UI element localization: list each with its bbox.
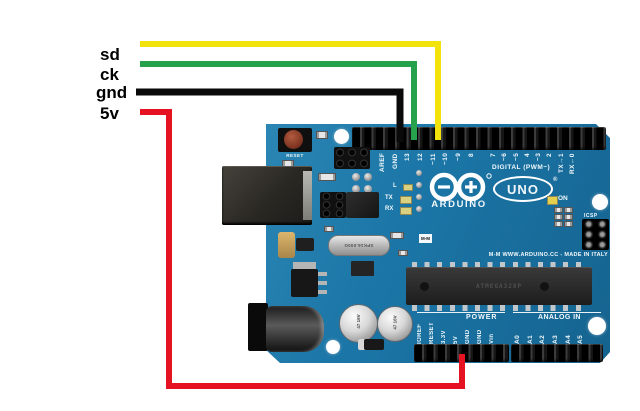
rx-led-label: RX xyxy=(385,206,394,212)
mcu-chip: ATMEGA328P xyxy=(406,267,592,305)
mounting-hole-right-top xyxy=(592,194,608,210)
usb-controller-chip xyxy=(346,192,379,218)
silkscreen-line xyxy=(417,312,505,313)
power-header xyxy=(414,344,509,362)
jp2-via xyxy=(364,185,372,193)
icsp-label: ICSP xyxy=(584,213,598,219)
pad-via xyxy=(416,182,422,188)
sd-wire xyxy=(140,41,441,140)
pad-via xyxy=(416,194,422,200)
analog-header xyxy=(511,344,603,362)
mm-box-text: M-M xyxy=(421,236,430,241)
diode xyxy=(358,339,384,350)
ck-wire xyxy=(140,61,417,140)
crystal-oscillator: SPK16.000G xyxy=(328,235,390,256)
pad-via xyxy=(416,170,422,176)
smd-component xyxy=(564,221,573,227)
smd-component xyxy=(324,226,334,232)
rx-led xyxy=(400,207,412,215)
sd-wire-label: sd xyxy=(100,45,120,64)
regulator-leg xyxy=(318,290,327,294)
made-in-italy-text: M-M WWW.ARDUINO.CC - MADE IN ITALY xyxy=(488,252,608,258)
reset-button-cap xyxy=(284,130,303,149)
smd-component xyxy=(564,207,573,213)
mcu-legs-bottom xyxy=(412,303,588,311)
icsp-header xyxy=(582,219,609,250)
l-led-label: L xyxy=(393,183,397,189)
voltage-regulator xyxy=(291,269,318,297)
icsp2-header xyxy=(320,192,346,218)
smd-component xyxy=(398,250,408,256)
uno-badge: UNO xyxy=(493,176,553,202)
mounting-hole-top-left xyxy=(334,129,349,144)
smd-component xyxy=(282,160,294,167)
usb-port-rim xyxy=(303,171,312,220)
arduino-logo xyxy=(429,172,492,202)
analog-caption: ANALOG IN xyxy=(538,314,581,321)
jp2-via xyxy=(352,173,360,181)
aux-header xyxy=(334,147,370,169)
power-caption: POWER xyxy=(466,314,498,321)
smd-component xyxy=(554,221,563,227)
reset-button-label: RESET xyxy=(286,153,304,158)
regulator-tab xyxy=(293,262,316,270)
5v-wire-label: 5v xyxy=(100,104,119,123)
jp2-via xyxy=(352,185,360,193)
regulator-leg xyxy=(318,272,327,276)
tx-led xyxy=(400,196,412,204)
gnd-wire-label: gnd xyxy=(96,83,128,102)
uno-model-text: UNO xyxy=(507,181,539,197)
mounting-hole-bottom-left xyxy=(326,340,340,354)
jp2-via xyxy=(364,173,372,181)
tantalum-capacitor xyxy=(278,232,295,258)
power-jack-flange xyxy=(248,303,268,351)
l-led xyxy=(403,184,413,191)
smd-component xyxy=(554,214,563,220)
power-jack xyxy=(266,306,324,352)
smd-component xyxy=(316,131,328,139)
silkscreen-line xyxy=(513,312,601,313)
5v-wire xyxy=(140,109,465,389)
on-led-label: ON xyxy=(558,195,568,202)
mounting-hole-right-bottom xyxy=(588,317,606,335)
ck-wire-label: ck xyxy=(100,65,119,84)
smd-component xyxy=(564,214,573,220)
tx-led-label: TX xyxy=(385,195,393,201)
mm-box: M-M xyxy=(419,234,432,243)
usb-port xyxy=(222,166,312,225)
smd-component xyxy=(390,232,404,239)
smd-ic xyxy=(351,261,374,276)
mcu-dimple xyxy=(420,282,429,291)
smd-component xyxy=(554,207,563,213)
mcu-dimple xyxy=(540,282,549,291)
on-led xyxy=(547,196,558,205)
mcu-marking: ATMEGA328P xyxy=(475,282,523,290)
mcu-legs-top xyxy=(412,262,588,270)
regulator-leg xyxy=(318,281,327,285)
registered-mark: ® xyxy=(553,177,558,183)
electrolytic-capacitor: 47 16V xyxy=(377,306,413,342)
pad-via xyxy=(416,206,422,212)
gnd-wire xyxy=(136,88,404,142)
digital-caption: DIGITAL (PWM~) xyxy=(492,164,551,171)
arduino-logo-text: ARDUINO xyxy=(431,199,487,210)
smd-component xyxy=(318,173,336,181)
transistor xyxy=(296,238,314,251)
